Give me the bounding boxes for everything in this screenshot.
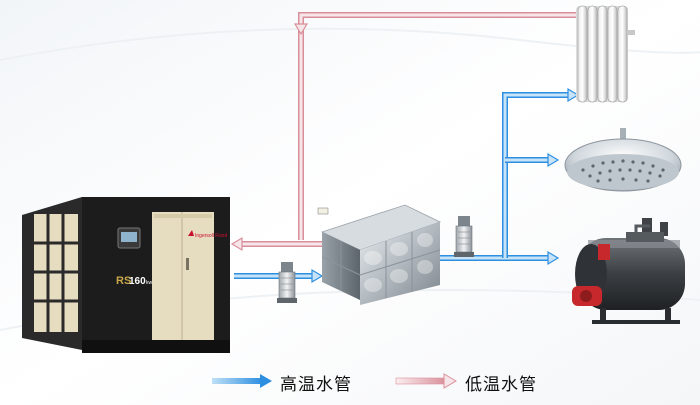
- low-temp-arrow-down: [293, 23, 309, 36]
- high-temp-arrow-boiler: [547, 250, 560, 266]
- radiator: [576, 5, 635, 103]
- high-temp-arrow-shower: [547, 152, 560, 168]
- high-temp-pipe-outlet: [438, 92, 568, 261]
- legend-low-temp: 低温水管: [465, 370, 537, 395]
- compressor-model-number: 160: [129, 276, 146, 287]
- low-temp-arrow-left: [230, 236, 243, 252]
- legend-high-temp-arrow: [212, 374, 272, 388]
- inlet-pump: [277, 262, 297, 303]
- compressor-model-label: RS: [116, 275, 131, 287]
- compressor-model-suffix: kw: [146, 280, 153, 286]
- legend-low-temp-label: 低温水管: [465, 374, 537, 395]
- brand-logo-text: Ingersoll Rand: [195, 233, 227, 239]
- shower-head: [564, 128, 682, 192]
- boiler: [572, 218, 685, 324]
- brand-logo: Ingersoll Rand: [188, 230, 227, 239]
- high-temp-arrow-radiator: [567, 87, 580, 103]
- outlet-pump: [454, 216, 474, 257]
- low-temp-pipe-to-radiator: [298, 12, 578, 240]
- high-temp-arrow-right: [311, 268, 324, 284]
- legend-low-temp-arrow: [395, 373, 457, 389]
- legend-high-temp-label: 高温水管: [280, 374, 352, 395]
- legend-high-temp: 高温水管: [280, 370, 352, 395]
- background-swoosh: [0, 27, 700, 61]
- air-compressor: [22, 197, 230, 353]
- stainless-water-tank: [317, 204, 442, 305]
